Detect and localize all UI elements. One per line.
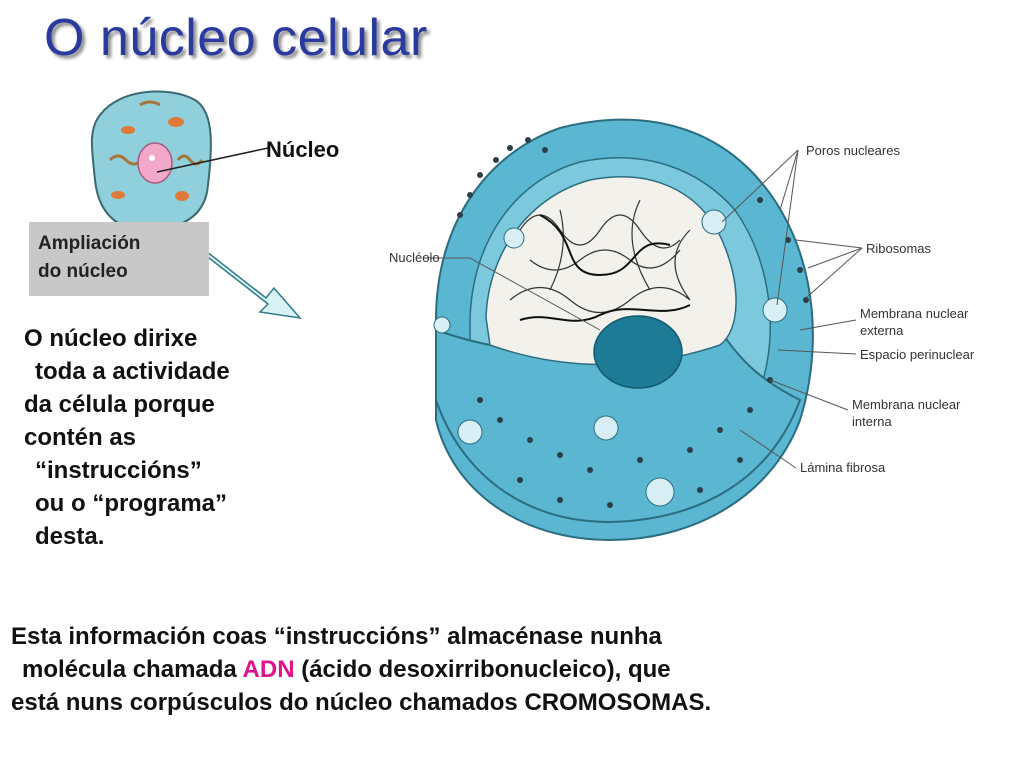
bottom-line: molécula chamada ADN (ácido desoxirribon…	[11, 653, 711, 686]
label-poros: Poros nucleares	[806, 143, 900, 158]
zoom-arrow	[191, 246, 302, 320]
paragraph-line: contén as	[24, 424, 137, 451]
paragraph-line: desta.	[35, 523, 105, 550]
label-membrana-externa-line2: externa	[860, 323, 904, 338]
description-paragraph: O núcleo dirixe toda a actividade da cél…	[24, 322, 230, 553]
zoom-caption-box	[29, 222, 209, 296]
zoom-caption: Ampliación do núcleo	[38, 230, 140, 286]
label-membrana-interna-line2: interna	[852, 414, 892, 429]
zoom-caption-line2: do núcleo	[38, 261, 128, 282]
label-membrana-externa: Membrana nuclear externa	[860, 305, 968, 339]
paragraph-line: ou o “programa”	[35, 490, 228, 517]
bottom-line-part: molécula chamada	[22, 656, 243, 683]
nucleus-diagram	[424, 118, 863, 542]
label-espacio: Espacio perinuclear	[860, 347, 975, 362]
label-nucleolo: Nucléolo	[389, 250, 440, 265]
nucleus-label: Núcleo	[266, 137, 340, 162]
label-membrana-interna-line1: Membrana nuclear	[852, 397, 961, 412]
paragraph-line: da célula porque	[24, 391, 215, 418]
label-membrana-externa-line1: Membrana nuclear	[860, 306, 969, 321]
label-membrana-interna: Membrana nuclear interna	[852, 396, 960, 430]
page-title: O núcleo celular	[44, 9, 428, 67]
bottom-line: Esta información coas “instruccións” alm…	[11, 623, 662, 650]
label-ribosomas: Ribosomas	[866, 241, 932, 256]
paragraph-line: “instruccións”	[35, 457, 202, 484]
label-lamina: Lámina fibrosa	[800, 460, 886, 475]
paragraph-line: toda a actividade	[35, 358, 230, 385]
adn-highlight: ADN	[242, 656, 295, 683]
bottom-line: está nuns corpúsculos do núcleo chamados…	[11, 689, 712, 716]
bottom-text: Esta información coas “instruccións” alm…	[11, 620, 711, 719]
cell-illustration	[90, 90, 269, 232]
paragraph-line: O núcleo dirixe	[24, 325, 198, 352]
zoom-caption-line1: Ampliación	[38, 233, 141, 254]
bottom-line-part: (ácido desoxirribonucleico), que	[294, 656, 671, 683]
